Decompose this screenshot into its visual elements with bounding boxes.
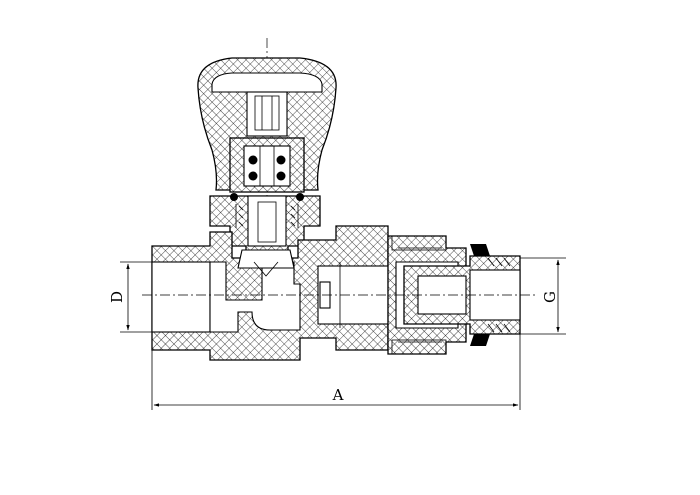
dimension-a: A [151, 334, 521, 410]
bonnet-stem-housing [229, 137, 305, 193]
dimension-d: D [108, 261, 152, 333]
dimension-g: G [520, 257, 566, 335]
dimension-g-label: G [541, 291, 559, 303]
dimension-d-label: D [108, 291, 126, 303]
dimension-a-label: A [332, 386, 344, 404]
